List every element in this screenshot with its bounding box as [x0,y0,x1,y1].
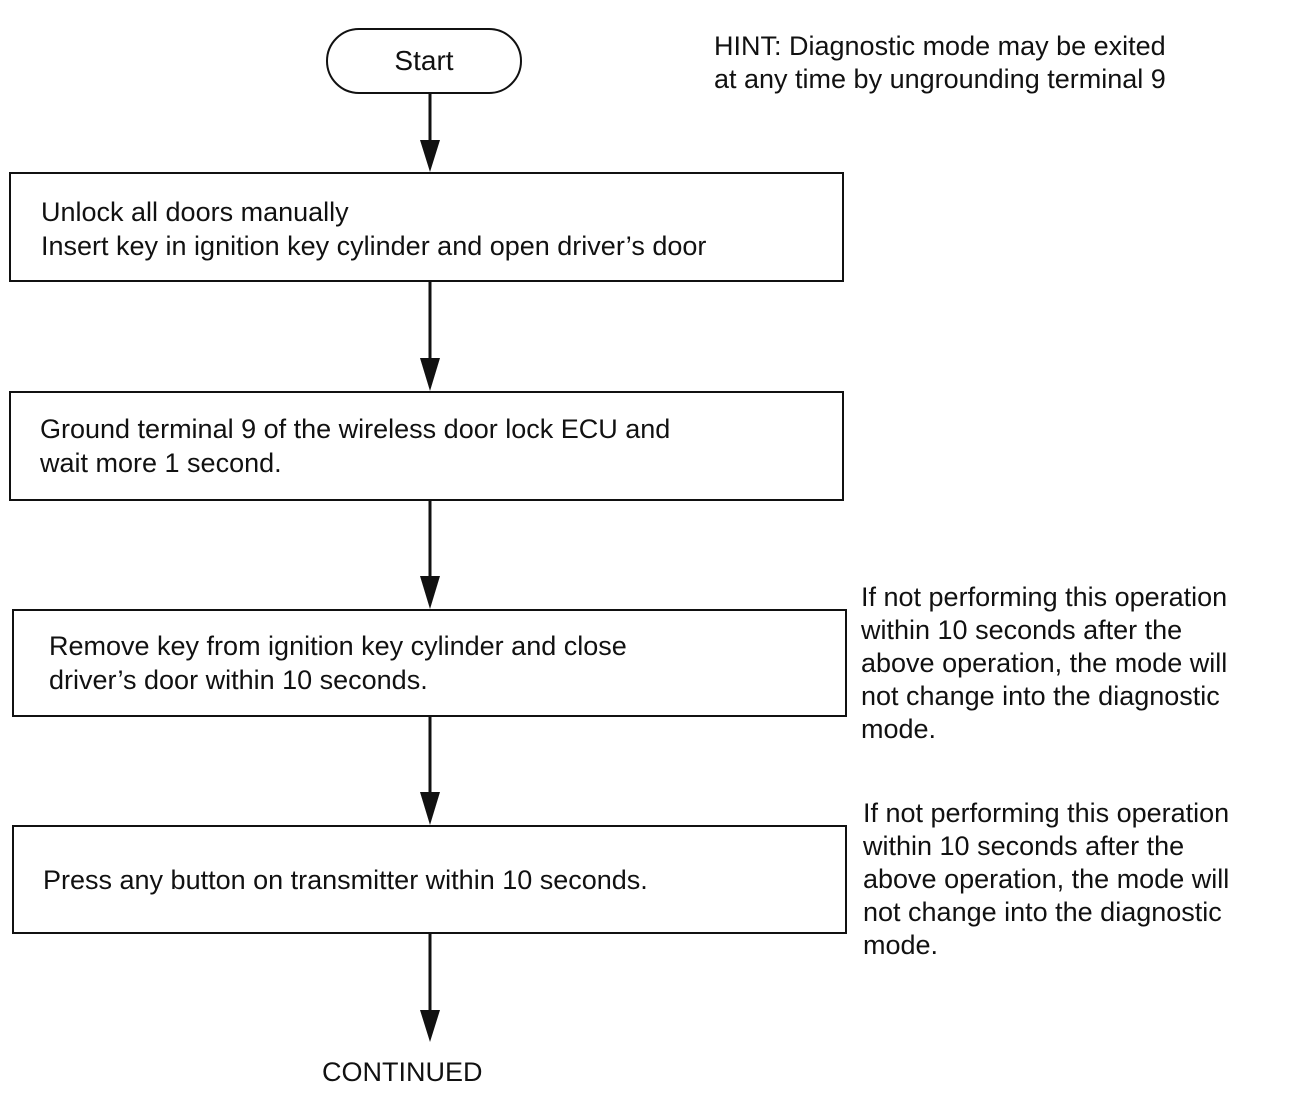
step-ground-terminal: Ground terminal 9 of the wireless door l… [9,391,844,501]
step-press-transmitter: Press any button on transmitter within 1… [12,825,847,934]
start-label: Start [394,45,454,76]
step-1-line-1: Unlock all doors manually [41,197,349,227]
hint-note: HINT: Diagnostic mode may be exited at a… [714,31,1166,94]
arrow-step-4-to-continued [420,934,440,1042]
side-note-press-button: If not performing this operation within … [863,798,1230,960]
step-remove-key: Remove key from ignition key cylinder an… [12,609,847,717]
step-2-line-2: wait more 1 second. [40,448,282,478]
continued-label: CONTINUED [322,1057,483,1087]
step-4-line-1: Press any button on transmitter within 1… [43,864,648,895]
step-3-line-1: Remove key from ignition key cylinder an… [49,631,627,661]
step-unlock-doors: Unlock all doors manually Insert key in … [9,172,844,282]
step-2-line-1: Ground terminal 9 of the wireless door l… [40,414,671,444]
arrow-start-to-step-1 [420,94,440,172]
arrow-step-2-to-step-3 [420,501,440,609]
start-terminal: Start [326,28,522,94]
arrow-step-3-to-step-4 [420,717,440,825]
step-1-line-2: Insert key in ignition key cylinder and … [41,231,707,261]
side-note-remove-key: If not performing this operation within … [861,582,1228,744]
step-3-line-2: driver’s door within 10 seconds. [49,665,428,695]
arrow-step-1-to-step-2 [420,282,440,391]
